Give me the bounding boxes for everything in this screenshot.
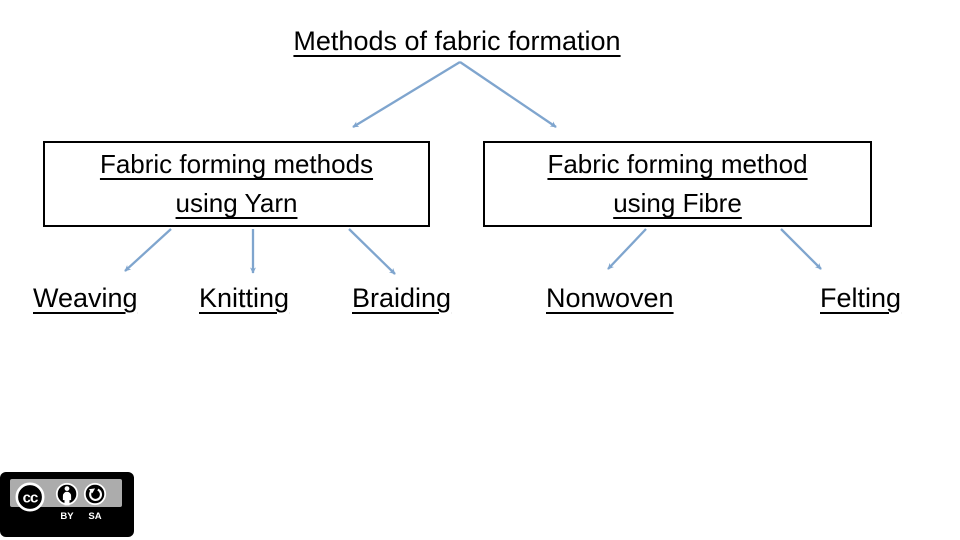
yarn-methods-box-line1: Fabric forming methods <box>99 149 374 179</box>
connector-yarn-to-braiding <box>348 228 396 275</box>
fibre-methods-box-line1: Fabric forming method <box>547 149 808 179</box>
connector-title-to-fibre-box <box>459 61 557 128</box>
leaf-label-weaving: Weaving <box>33 283 138 313</box>
page-title: Methods of fabric formation <box>293 26 621 56</box>
cc-license-badge[interactable]: cc BY SA <box>0 472 136 538</box>
fibre-methods-box-line2: using Fibre <box>613 188 742 218</box>
sa-label: SA <box>88 511 101 522</box>
cc-logo-icon: cc <box>15 482 45 512</box>
fibre-methods-box: Fabric forming method using Fibre <box>483 141 872 227</box>
by-person-icon <box>55 482 79 506</box>
connector-title-to-yarn-box <box>352 61 461 128</box>
connector-fibre-to-felting <box>780 228 822 270</box>
svg-text:cc: cc <box>23 490 38 507</box>
connector-yarn-to-weaving <box>124 228 172 272</box>
leaf-label-felting: Felting <box>820 283 902 313</box>
sa-share-alike-icon <box>83 482 107 506</box>
connector-fibre-to-nonwoven <box>607 228 647 270</box>
by-label: BY <box>60 511 74 522</box>
yarn-methods-box: Fabric forming methods using Yarn <box>43 141 430 227</box>
leaf-label-nonwoven: Nonwoven <box>546 283 674 313</box>
leaf-label-braiding: Braiding <box>352 283 452 313</box>
yarn-methods-box-line2: using Yarn <box>175 188 298 218</box>
leaf-label-knitting: Knitting <box>199 283 290 313</box>
